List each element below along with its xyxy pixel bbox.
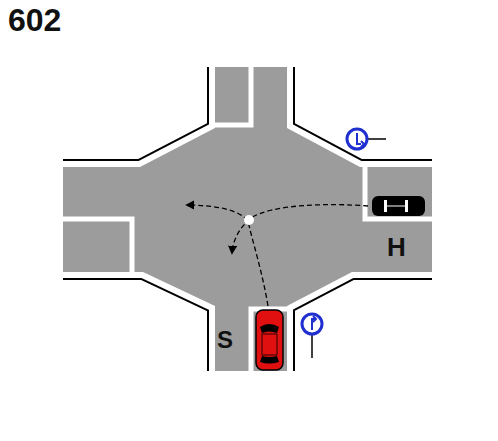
red-car	[256, 310, 283, 370]
question-number-holder: 602	[8, 4, 61, 36]
curb-white	[63, 67, 432, 371]
driving-paths	[187, 205, 368, 306]
sign-arrow	[312, 316, 316, 330]
road-letter: H	[387, 234, 406, 260]
sign-south	[302, 314, 322, 358]
sign-post	[367, 138, 386, 140]
sign-arrow	[357, 133, 364, 147]
car-windshield	[260, 324, 279, 333]
car-body	[256, 310, 283, 370]
sign-east	[347, 129, 386, 149]
curb-outer	[63, 67, 432, 371]
car-window	[405, 200, 408, 212]
stop-line-north	[215, 67, 251, 125]
road-surface	[63, 67, 432, 371]
car-roof	[387, 206, 405, 207]
stop-line-east	[365, 167, 432, 219]
car-rear-window	[260, 356, 279, 364]
car-roof	[262, 334, 277, 355]
mandatory-sign	[302, 314, 322, 334]
stop-line-south	[251, 309, 287, 371]
sign-post	[311, 334, 313, 358]
path-red-car	[187, 205, 268, 306]
path-black-car	[232, 205, 368, 253]
car-window	[384, 200, 387, 212]
stop-line-west	[63, 219, 132, 272]
question-number: 602	[8, 4, 61, 36]
curb-lines	[63, 67, 432, 371]
road-markings	[63, 67, 432, 371]
road-letter: S	[217, 328, 233, 352]
conflict-point	[244, 215, 254, 225]
car-body	[372, 196, 425, 216]
road-letter-holder: H	[387, 234, 406, 260]
mandatory-sign	[347, 129, 367, 149]
road-letter-holder: S	[217, 328, 233, 352]
black-car	[372, 196, 425, 216]
